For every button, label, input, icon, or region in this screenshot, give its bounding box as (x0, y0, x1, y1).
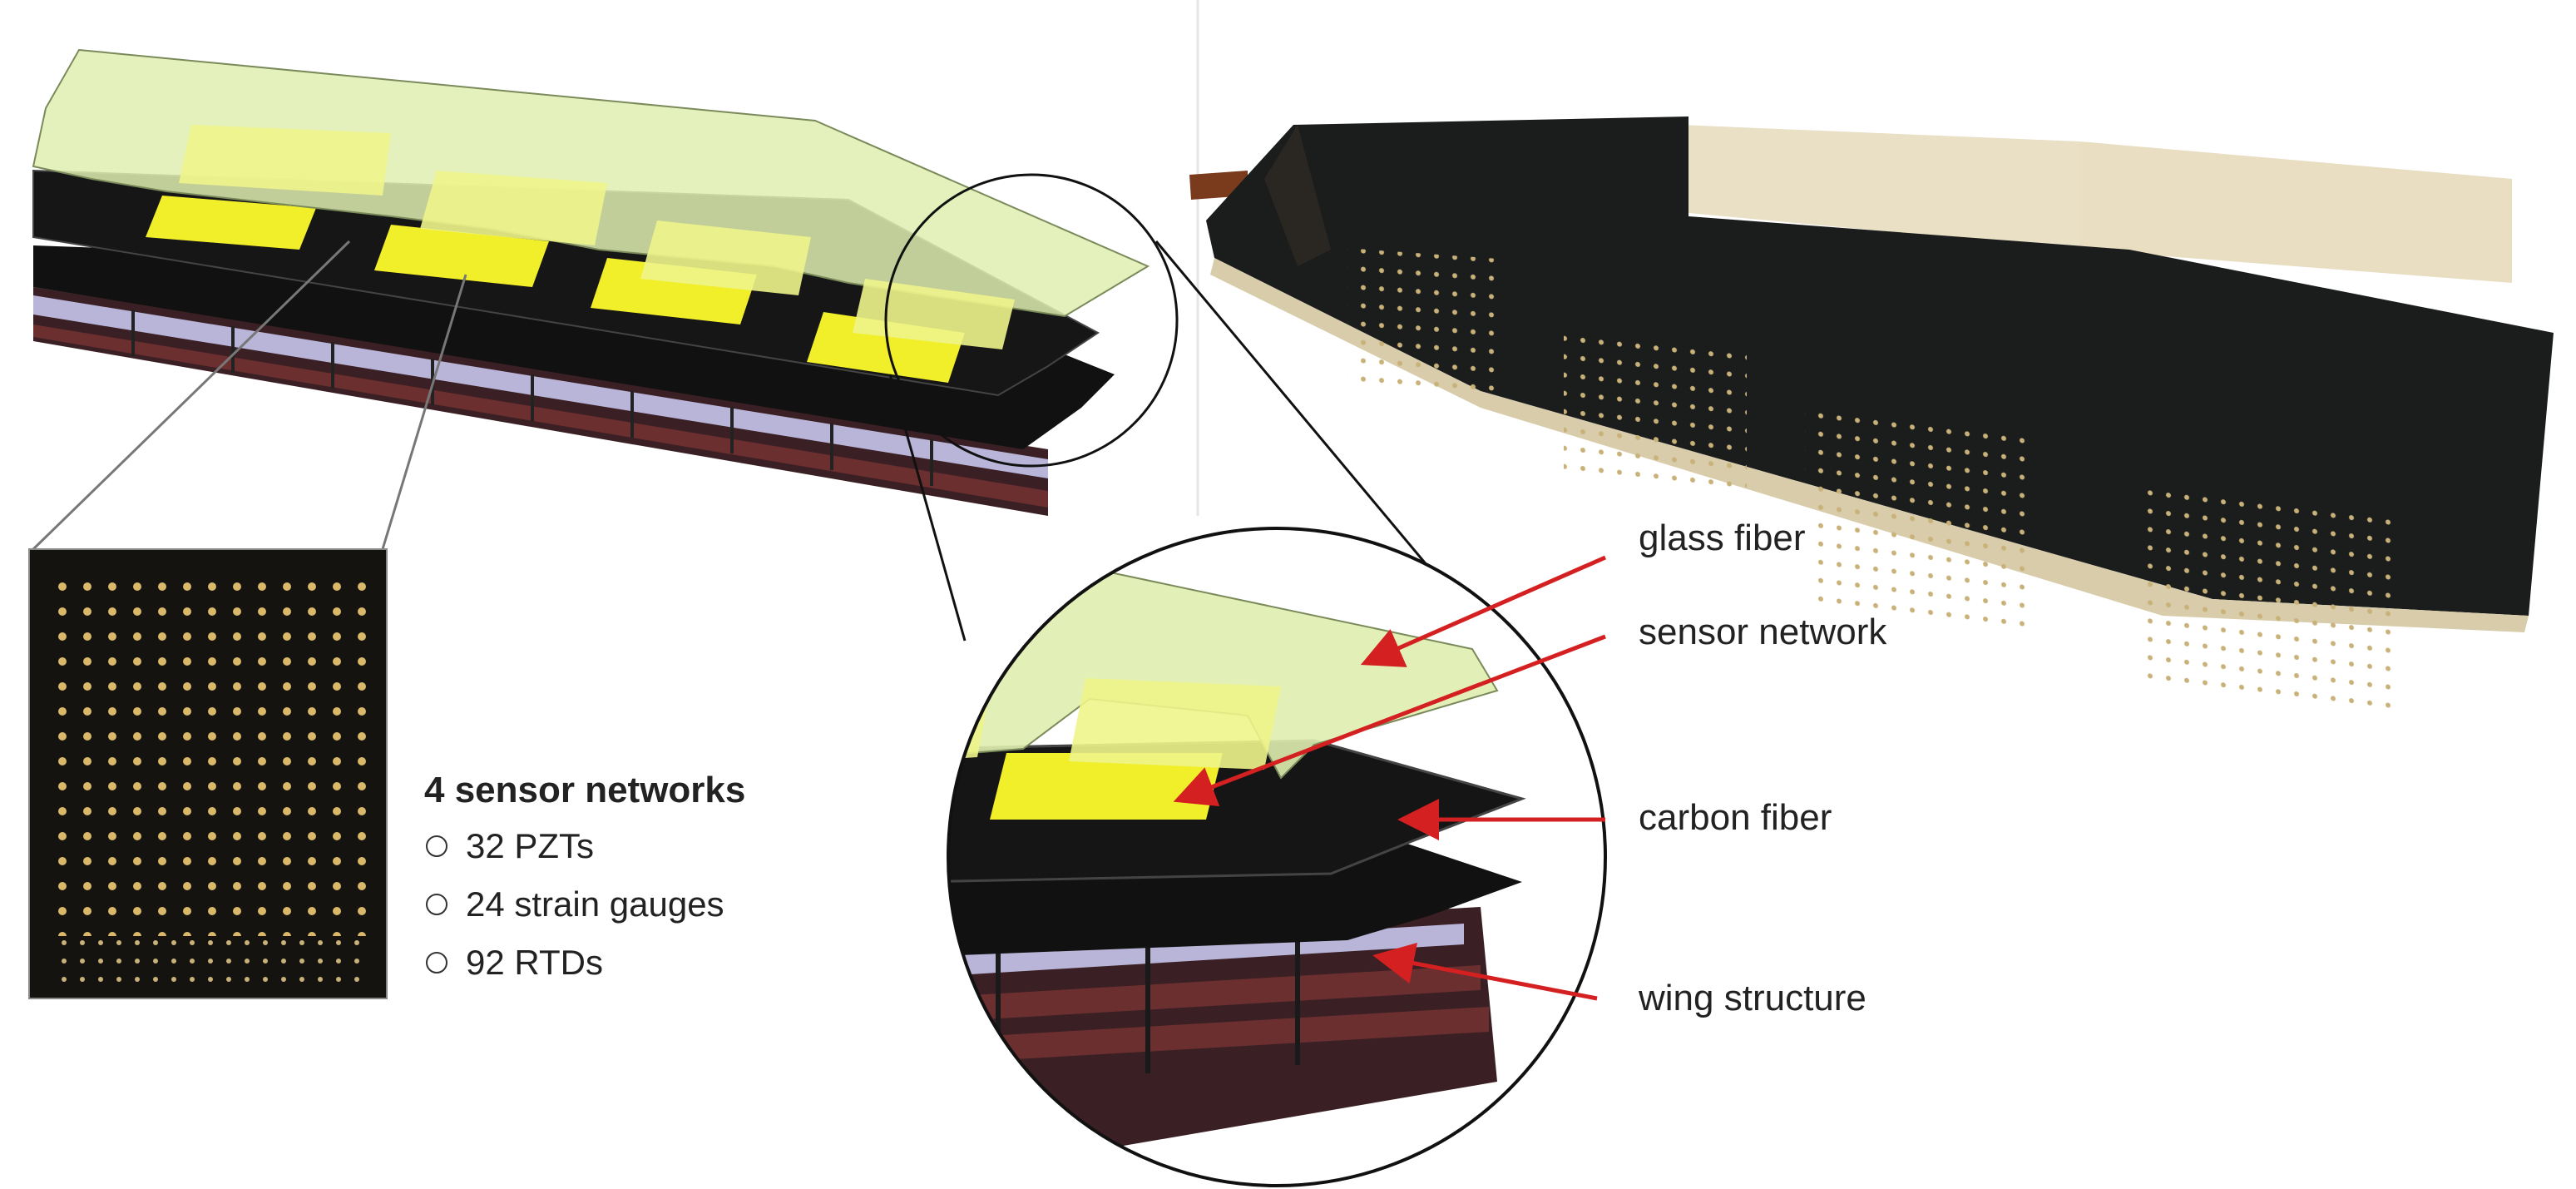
wing-prototype-photo (1189, 116, 2554, 719)
sensor-network-patches (146, 196, 965, 383)
label-wing-structure: wing structure (1639, 978, 1866, 1018)
callout-arrows (1173, 555, 1607, 1001)
inset-link-right (381, 274, 467, 550)
arrow-wing-structure (1372, 943, 1598, 1001)
arrow-sensor-network (1173, 634, 1606, 807)
arrow-glass-fiber (1360, 555, 1607, 667)
summary-item-strain-gauges: 24 strain gauges (426, 884, 724, 924)
summary-item-rtds: 92 RTDs (426, 943, 603, 983)
zoom-source-circle (884, 173, 1179, 468)
summary-item-label: 32 PZTs (466, 826, 595, 865)
summary-item-label: 92 RTDs (466, 943, 603, 982)
bullet-circle-icon (426, 951, 447, 973)
summary-title: 4 sensor networks (424, 770, 746, 810)
label-sensor-network: sensor network (1639, 612, 1887, 652)
summary-item-pzts: 32 PZTs (426, 826, 594, 866)
bullet-circle-icon (426, 835, 447, 857)
sensor-network-photo (28, 548, 388, 999)
inset-link-left (32, 240, 351, 551)
zoom-circle (947, 527, 1607, 1187)
label-glass-fiber: glass fiber (1639, 518, 1806, 558)
label-carbon-fiber: carbon fiber (1639, 797, 1832, 838)
glass-fiber-layer (32, 48, 1150, 349)
zoom-tangent-left (888, 374, 967, 642)
wing-structure-layer (33, 287, 1048, 516)
summary-item-label: 24 strain gauges (466, 884, 724, 924)
exploded-wing-render (32, 48, 1150, 516)
bullet-circle-icon (426, 893, 447, 915)
